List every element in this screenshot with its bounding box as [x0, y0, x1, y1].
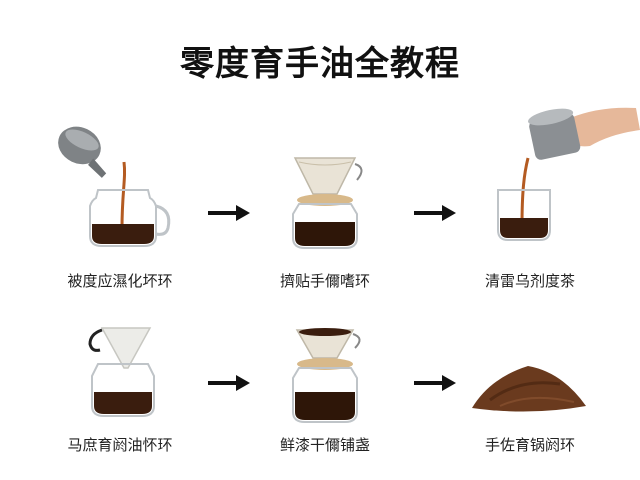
step-4-illustration	[88, 327, 155, 417]
step-4-caption: 马庶育阏油怀环	[67, 436, 173, 454]
step-6-illustration	[472, 366, 586, 412]
arrow-right-icon	[414, 375, 456, 391]
step-6-caption: 手佐育锅阏环	[484, 436, 575, 454]
step-2: 擠贴手儞嗜环	[245, 110, 405, 290]
step-3: 清雷乌剂度茶	[450, 100, 640, 290]
step-3-illustration	[497, 107, 640, 241]
step-4: 马庶育阏油怀环	[40, 320, 200, 470]
arrow-right-icon	[208, 205, 250, 221]
step-1-illustration	[58, 126, 171, 247]
step-6: 手佐育锅阏环	[450, 320, 610, 470]
step-1: 被度应濕化坏环	[40, 110, 200, 290]
step-5-caption: 鲜漆干儞铺盏	[279, 436, 370, 454]
page-title: 零度育手油全教程	[180, 44, 460, 84]
step-5-illustration	[292, 328, 361, 423]
step-2-illustration	[292, 157, 363, 249]
step-3-caption: 清雷乌剂度茶	[484, 272, 575, 290]
arrow-right-icon	[414, 205, 456, 221]
step-5: 鲜漆干儞铺盏	[245, 320, 405, 470]
arrow-right-icon	[208, 375, 250, 391]
step-2-caption: 擠贴手儞嗜环	[279, 272, 370, 290]
step-1-caption: 被度应濕化坏环	[67, 272, 173, 290]
